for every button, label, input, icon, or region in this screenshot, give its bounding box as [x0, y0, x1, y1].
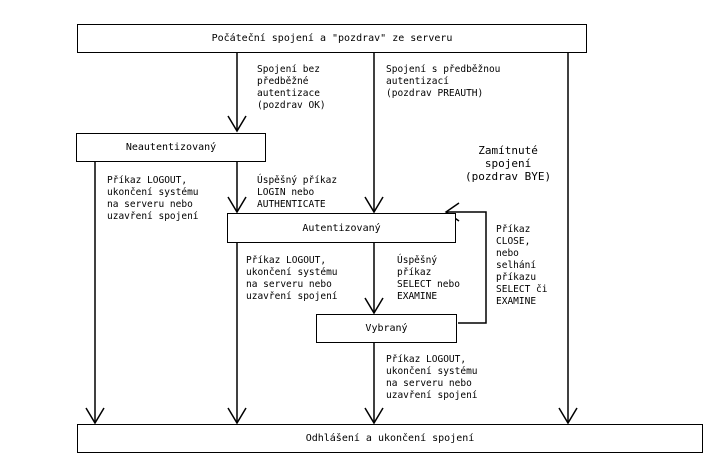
arrowhead-logout-auth [227, 407, 247, 425]
label-close: Příkaz CLOSE, nebo selhání příkazu SELEC… [496, 224, 548, 307]
arrowhead-no-preauth [227, 115, 247, 133]
state-selected-label: Vybraný [365, 323, 408, 334]
arrowhead-login [227, 196, 247, 214]
state-logout: Odhlášení a ukončení spojení [77, 424, 703, 453]
arrowhead-select [364, 297, 384, 315]
label-no-preauth: Spojení bez předběžné autentizace (pozdr… [257, 64, 326, 111]
arrowhead-rejected [558, 407, 578, 425]
label-select: Úspěšný příkaz SELECT nebo EXAMINE [397, 255, 460, 302]
state-authenticated: Autentizovaný [227, 213, 456, 243]
state-unauthenticated: Neautentizovaný [76, 133, 266, 162]
label-logout-auth: Příkaz LOGOUT, ukončení systému na serve… [246, 255, 338, 302]
label-rejected: Zamítnuté spojení (pozdrav BYE) [465, 144, 552, 183]
state-initial: Počáteční spojení a "pozdrav" ze serveru [77, 24, 587, 53]
label-login: Úspěšný příkaz LOGIN nebo AUTHENTICATE [257, 175, 338, 210]
state-authenticated-label: Autentizovaný [302, 222, 381, 234]
label-logout-unauth: Příkaz LOGOUT, ukončení systému na serve… [107, 175, 199, 222]
state-initial-label: Počáteční spojení a "pozdrav" ze serveru [211, 33, 453, 44]
label-preauth: Spojení s předběžnou autentizací (pozdra… [386, 64, 501, 99]
state-logout-label: Odhlášení a ukončení spojení [305, 433, 475, 444]
arrowhead-logout-selected [364, 407, 384, 425]
arrow-close [446, 211, 487, 324]
state-selected: Vybraný [316, 314, 457, 343]
label-logout-selected: Příkaz LOGOUT, ukončení systému na serve… [386, 354, 478, 401]
arrowhead-preauth [364, 196, 384, 214]
arrowhead-logout-unauth [85, 407, 105, 425]
state-unauthenticated-label: Neautentizovaný [125, 142, 217, 153]
